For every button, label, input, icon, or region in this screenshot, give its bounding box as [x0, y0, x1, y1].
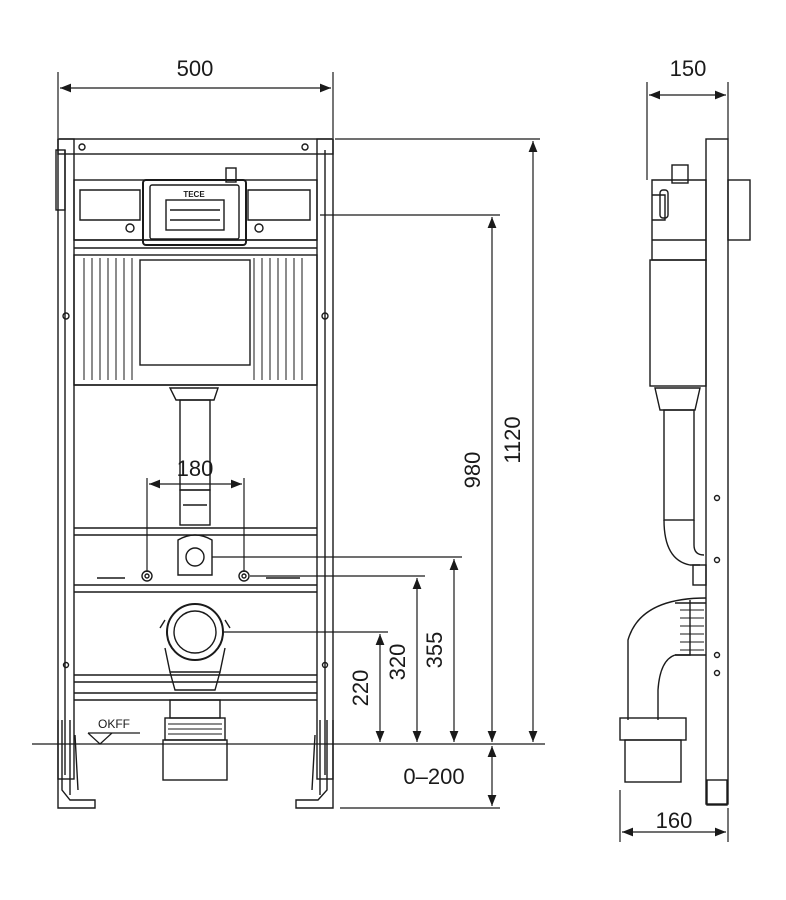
- dim-1120-label: 1120: [500, 416, 525, 463]
- wall-bracket: [727, 179, 751, 241]
- right-foot: [295, 720, 334, 809]
- right-stud: [238, 570, 250, 582]
- dim-320-label: 320: [385, 644, 410, 681]
- side-flush-pipe: [663, 409, 695, 521]
- flush-module: [142, 179, 247, 246]
- front-view: [55, 138, 334, 809]
- left-post: [57, 138, 75, 780]
- right-post: [316, 138, 334, 780]
- floor-level-symbol: [87, 732, 113, 745]
- left-stud: [141, 570, 153, 582]
- drain-socket: [162, 739, 228, 781]
- drain-outlet: [166, 603, 224, 661]
- left-foot: [57, 720, 96, 809]
- dimension-lines: [32, 72, 729, 842]
- dim-220-label: 220: [348, 670, 373, 707]
- dim-355-label: 355: [422, 632, 447, 669]
- dim-500-label: 500: [177, 56, 214, 81]
- water-inlet: [177, 534, 213, 576]
- top-rail: [57, 138, 334, 155]
- dim-0-200-label: 0–200: [403, 764, 464, 789]
- floor-level-label: OKFF: [98, 717, 130, 731]
- side-drain-elbow: [627, 597, 707, 720]
- dim-160-label: 160: [656, 808, 693, 833]
- side-drain-socket: [624, 739, 682, 783]
- side-cistern-body: [649, 259, 707, 387]
- dimension-labels: 500 150 160 180 1120 980 355 320 220 0–2…: [98, 56, 706, 833]
- side-post: [705, 138, 729, 805]
- dim-980-label: 980: [460, 452, 485, 489]
- dim-180-label: 180: [177, 456, 214, 481]
- brand-logo: TECE: [183, 190, 205, 199]
- dim-150-label: 150: [670, 56, 707, 81]
- side-view: [619, 138, 751, 806]
